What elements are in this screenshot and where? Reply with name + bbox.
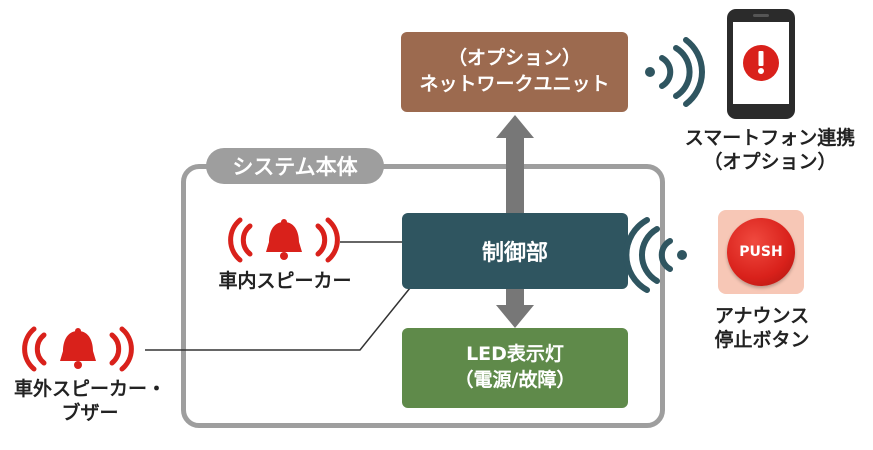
network-unit-line1: （オプション） — [447, 47, 581, 70]
stop-button-line1: アナウンス — [714, 305, 810, 327]
in-car-speaker-icon — [228, 217, 340, 263]
smartphone-line1: スマートフォン連携 — [684, 127, 856, 149]
arrow-shaft-lower — [506, 289, 524, 307]
network-unit-line2: ネットワークユニット — [419, 73, 610, 95]
outside-speaker-line — [145, 287, 411, 351]
stop-button-line2: 停止ボタン — [714, 328, 810, 351]
arrow-shaft-upper — [506, 137, 524, 213]
outside-speaker-line1: 車外スピーカー・ — [13, 378, 166, 400]
led-line1: LED表示灯 — [466, 343, 564, 366]
smartphone-line2: （オプション） — [703, 150, 837, 173]
stop-button-label: アナウンス 停止ボタン — [700, 305, 824, 353]
outside-speaker-line2: ブザー — [61, 401, 119, 424]
in-car-speaker-label: 車内スピーカー — [218, 270, 352, 292]
smartphone-label: スマートフォン連携 （オプション） — [680, 127, 860, 175]
led-box: LED表示灯 （電源/故障） — [402, 328, 628, 408]
network-unit-box: （オプション） ネットワークユニット — [401, 32, 628, 112]
controller-label: 制御部 — [481, 241, 548, 266]
wifi-waves-smartphone-icon — [645, 37, 705, 107]
system-frame — [181, 164, 665, 428]
controller-box: 制御部 — [402, 213, 628, 289]
push-text: PUSH — [739, 244, 783, 260]
led-line2: （電源/故障） — [454, 369, 576, 391]
arrow-down-head — [496, 305, 534, 328]
outside-speaker-icon — [22, 326, 134, 372]
arrow-up-head — [496, 115, 534, 138]
push-button: PUSH — [727, 218, 795, 286]
wifi-waves-button-icon — [623, 217, 687, 293]
outside-speaker-label: 車外スピーカー・ ブザー — [0, 378, 180, 426]
system-label: システム本体 — [206, 148, 384, 184]
smartphone-icon — [727, 9, 795, 119]
